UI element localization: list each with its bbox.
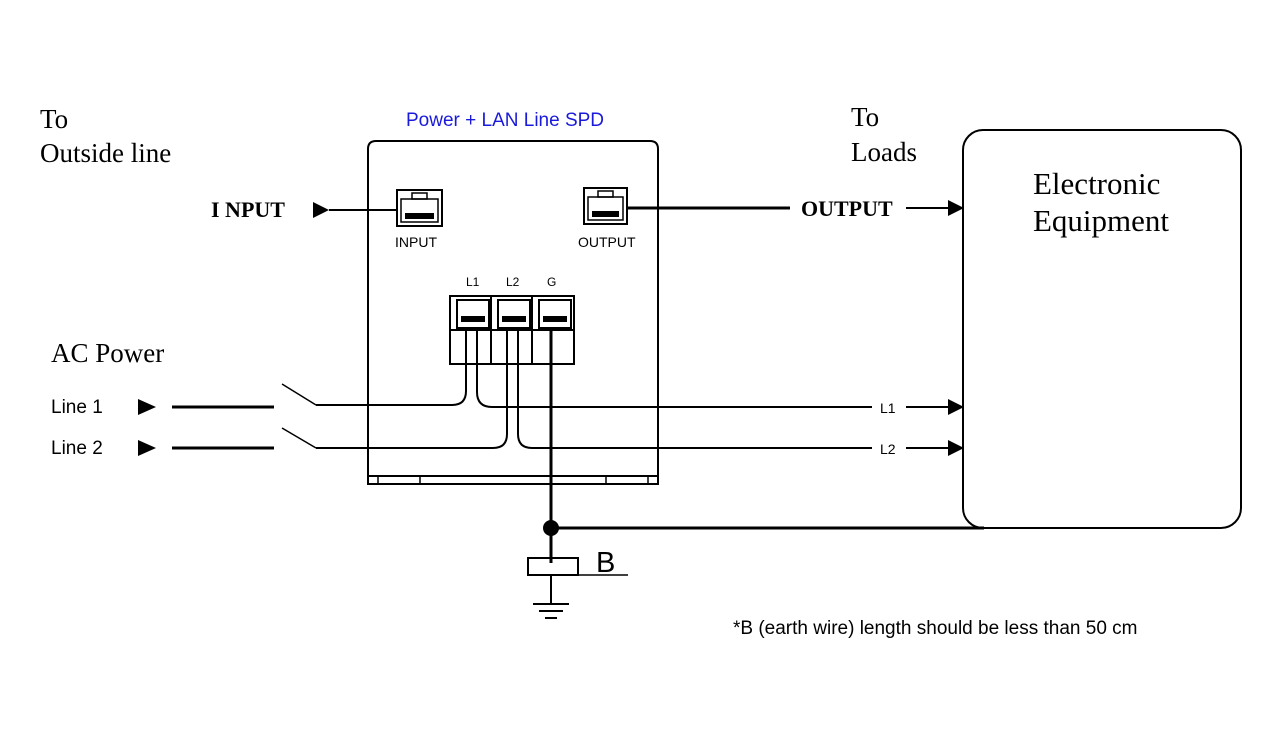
equipment-label-2: Equipment — [1033, 203, 1169, 238]
to-outside-line-label-1: To — [40, 104, 68, 134]
terminal-l2-label: L2 — [506, 275, 520, 289]
spd-device — [367, 140, 659, 485]
l2-load-wire — [517, 330, 872, 449]
to-loads-label-2: Loads — [851, 137, 917, 167]
line2-label: Line 2 — [51, 438, 103, 459]
l1-load-wire — [476, 330, 872, 408]
electronic-equipment-box — [962, 129, 1242, 529]
ground-symbol-icon — [533, 603, 569, 619]
terminal-g-label: G — [547, 275, 556, 289]
equipment-label-1: Electronic — [1033, 166, 1160, 201]
load-l1-label: L1 — [880, 400, 896, 416]
line2-switch — [281, 427, 317, 449]
device-title: Power + LAN Line SPD — [406, 110, 604, 131]
load-l2-label: L2 — [880, 441, 896, 457]
line2-arrow-icon — [138, 440, 156, 456]
line1-label: Line 1 — [51, 397, 103, 418]
footnote: *B (earth wire) length should be less th… — [733, 618, 1138, 639]
input-port-label: INPUT — [395, 234, 437, 250]
output-arrow-label: OUTPUT — [801, 196, 893, 221]
line1-switch — [281, 383, 317, 406]
l2-arrow-icon — [948, 440, 964, 456]
l1-arrow-icon — [948, 399, 964, 415]
input-arrow-label: I NPUT — [211, 197, 285, 222]
earth-wire-b-box — [527, 557, 579, 576]
input-port-icon — [396, 189, 443, 227]
line2-to-terminal-wire — [316, 330, 508, 449]
ac-power-label: AC Power — [51, 338, 164, 368]
output-port-icon — [583, 187, 628, 225]
input-arrow-icon — [313, 202, 329, 218]
to-outside-line-label-2: Outside line — [40, 138, 171, 168]
terminal-l1-label: L1 — [466, 275, 480, 289]
line1-to-terminal-wire — [316, 330, 467, 406]
line1-arrow-icon — [138, 399, 156, 415]
terminal-block — [449, 295, 575, 365]
earth-label-b: B — [596, 547, 615, 579]
output-port-label: OUTPUT — [578, 234, 636, 250]
to-loads-label-1: To — [851, 102, 879, 132]
output-arrow-icon — [948, 200, 964, 216]
